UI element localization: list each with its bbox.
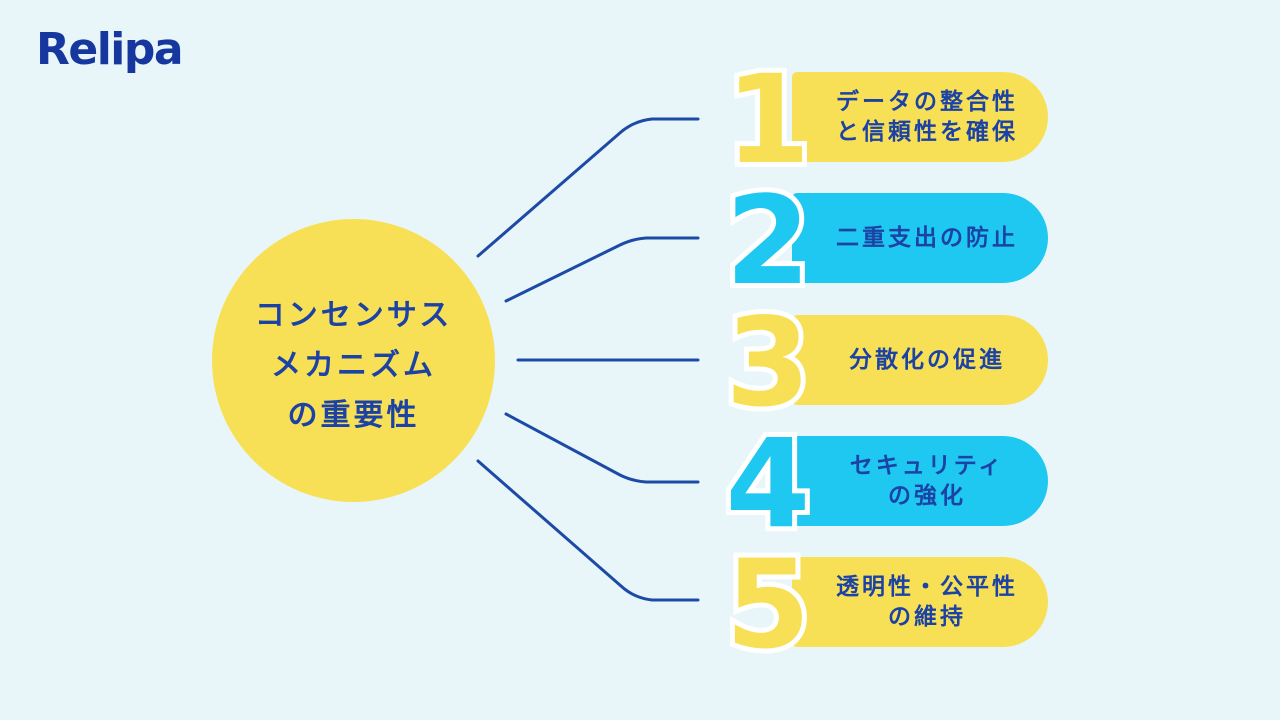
item-number-badge: 1 [721, 44, 816, 196]
item-label-line: と信頼性を確保 [836, 119, 1018, 145]
item-label-line: セキュリティ [849, 453, 1005, 479]
item-label-line: データの整合性 [836, 89, 1018, 115]
relipa-logo: Relipa [36, 24, 184, 75]
item-label-line: 分散化の促進 [849, 347, 1005, 373]
central-topic-line: の重要性 [287, 397, 420, 433]
connector-line-4 [504, 412, 700, 484]
item-number-badge: 5 [721, 529, 816, 681]
list-item-4: セキュリティ の強化 4 [718, 408, 1058, 560]
item-label-line: 二重支出の防止 [836, 225, 1018, 251]
connector-line-2 [504, 236, 700, 303]
item-number-badge: 4 [721, 408, 816, 560]
item-number: 1 [726, 49, 811, 191]
central-topic-line: コンセンサス [254, 297, 453, 333]
central-topic: コンセンサス メカニズム の重要性 [212, 219, 495, 502]
list-item-2: 二重支出の防止 2 [718, 165, 1058, 317]
item-label-line: 透明性・公平性 [836, 574, 1018, 600]
item-pill: セキュリティ の強化 [792, 436, 1048, 526]
list-item-1: データの整合性 と信頼性を確保 1 [718, 44, 1058, 196]
item-pill: 分散化の促進 [792, 315, 1048, 405]
item-pill: データの整合性 と信頼性を確保 [792, 72, 1048, 162]
item-label-line: の維持 [888, 604, 966, 630]
item-label-line: の強化 [888, 483, 966, 509]
item-number: 5 [726, 534, 811, 676]
list-item-5: 透明性・公平性 の維持 5 [718, 529, 1058, 681]
item-number-badge: 3 [721, 287, 816, 439]
item-pill: 二重支出の防止 [792, 193, 1048, 283]
connector-line-5 [476, 459, 700, 602]
item-number: 2 [726, 170, 811, 312]
item-number: 4 [726, 413, 811, 555]
item-number: 3 [726, 292, 811, 434]
central-topic-line: メカニズム [271, 347, 436, 383]
item-pill: 透明性・公平性 の維持 [792, 557, 1048, 647]
list-item-3: 分散化の促進 3 [718, 287, 1058, 439]
connector-line-1 [476, 117, 700, 258]
item-number-badge: 2 [721, 165, 816, 317]
